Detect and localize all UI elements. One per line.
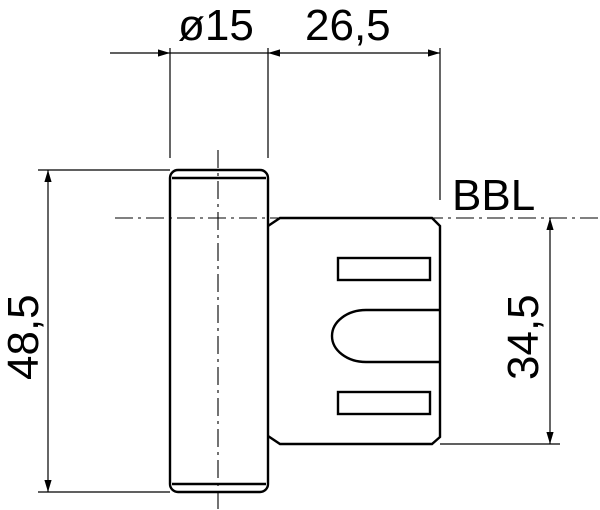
label-height-total: 48,5 bbox=[0, 294, 48, 380]
label-diameter: ø15 bbox=[178, 1, 254, 50]
hinge-plate-outline bbox=[267, 216, 442, 446]
hinge-cylinder-outline bbox=[168, 168, 270, 494]
upper-slot bbox=[336, 256, 432, 282]
label-height-plate: 34,5 bbox=[499, 294, 548, 380]
hinge-plate-slot bbox=[330, 308, 440, 364]
label-offset: 26,5 bbox=[305, 1, 391, 50]
label-bbl: BBL bbox=[452, 171, 535, 220]
lower-slot bbox=[336, 390, 432, 416]
